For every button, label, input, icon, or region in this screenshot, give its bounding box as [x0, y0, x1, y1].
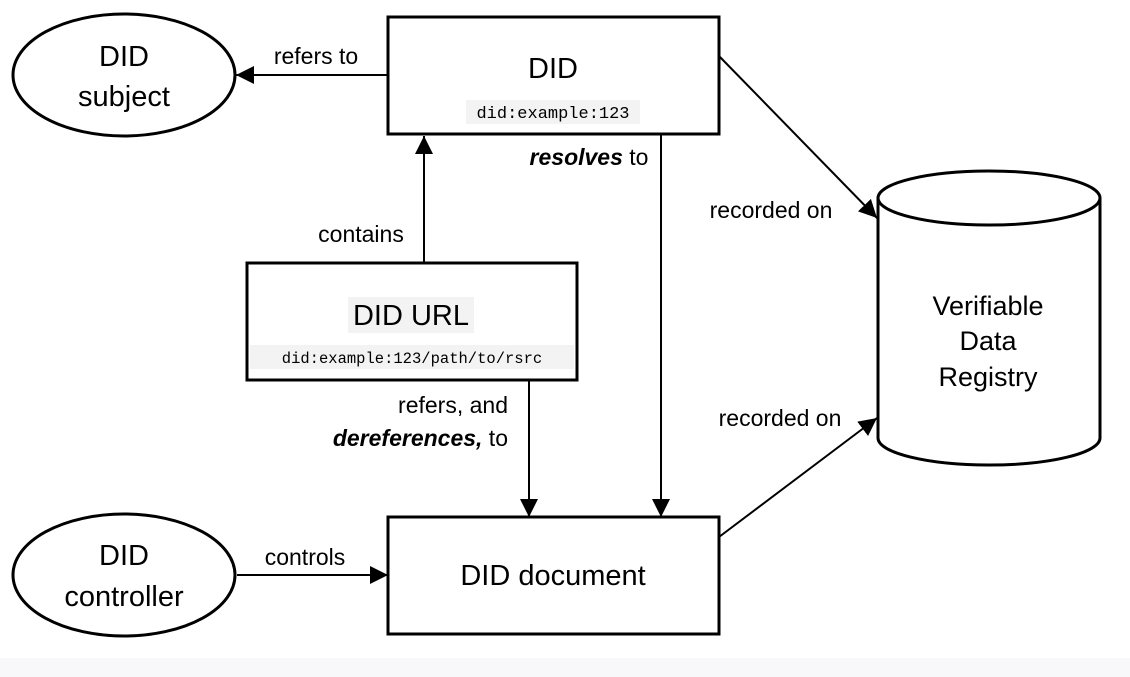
label-refers-and: refers, and — [398, 392, 508, 418]
did-url-code-bg — [250, 345, 574, 369]
did-title: DID — [528, 53, 578, 85]
node-did-controller: DID controller — [11, 512, 237, 638]
node-did-url: DID URL did:example:123/path/to/rsrc — [245, 261, 579, 382]
node-did-subject: DID subject — [11, 12, 237, 138]
label-dereferences-bold: dereferences, — [333, 425, 483, 451]
label-controls: controls — [265, 544, 346, 570]
did-box — [386, 15, 721, 136]
node-did-document: DID document — [386, 515, 721, 636]
edge-did-recorded-on-registry — [718, 55, 878, 219]
did-url-title-bg — [348, 297, 474, 333]
did-url-code: did:example:123/path/to/rsrc — [282, 350, 542, 368]
label-recorded-on-top: recorded on — [710, 197, 833, 223]
did-code: did:example:123 — [476, 105, 629, 124]
label-recorded-on-bottom: recorded on — [719, 405, 842, 431]
bottom-strip — [0, 658, 1130, 677]
did-subject-line1: DID — [99, 41, 149, 73]
label-dereferences-to: dereferences, to — [333, 425, 508, 451]
did-document-title: DID document — [460, 560, 645, 592]
did-code-bg — [466, 100, 640, 124]
node-registry: Verifiable Data Registry — [876, 169, 1102, 467]
edges — [236, 55, 878, 584]
registry-line2: Data — [959, 326, 1017, 356]
edge-document-recorded-on-registry — [718, 417, 878, 538]
node-did: DID did:example:123 — [386, 15, 721, 136]
did-subject-ellipse — [11, 12, 237, 138]
label-resolves-to: resolves to — [530, 144, 649, 170]
label-refers-to: refers to — [274, 43, 358, 69]
label-dereferences-rest: to — [482, 425, 508, 451]
registry-cylinder-body — [876, 198, 1102, 467]
label-resolves-bold: resolves — [530, 144, 623, 170]
label-contains: contains — [318, 221, 404, 247]
registry-line3: Registry — [938, 362, 1038, 392]
registry-cylinder-top — [876, 169, 1102, 227]
edge-labels: refers to contains resolves to recorded … — [265, 43, 842, 570]
did-controller-line2: controller — [64, 581, 184, 613]
did-url-title: DID URL — [353, 300, 469, 332]
did-document-box — [386, 515, 721, 636]
label-resolves-rest: to — [623, 144, 649, 170]
did-controller-ellipse — [11, 512, 237, 638]
did-controller-line1: DID — [99, 540, 149, 572]
registry-line1: Verifiable — [932, 291, 1043, 321]
did-subject-line2: subject — [78, 81, 170, 113]
